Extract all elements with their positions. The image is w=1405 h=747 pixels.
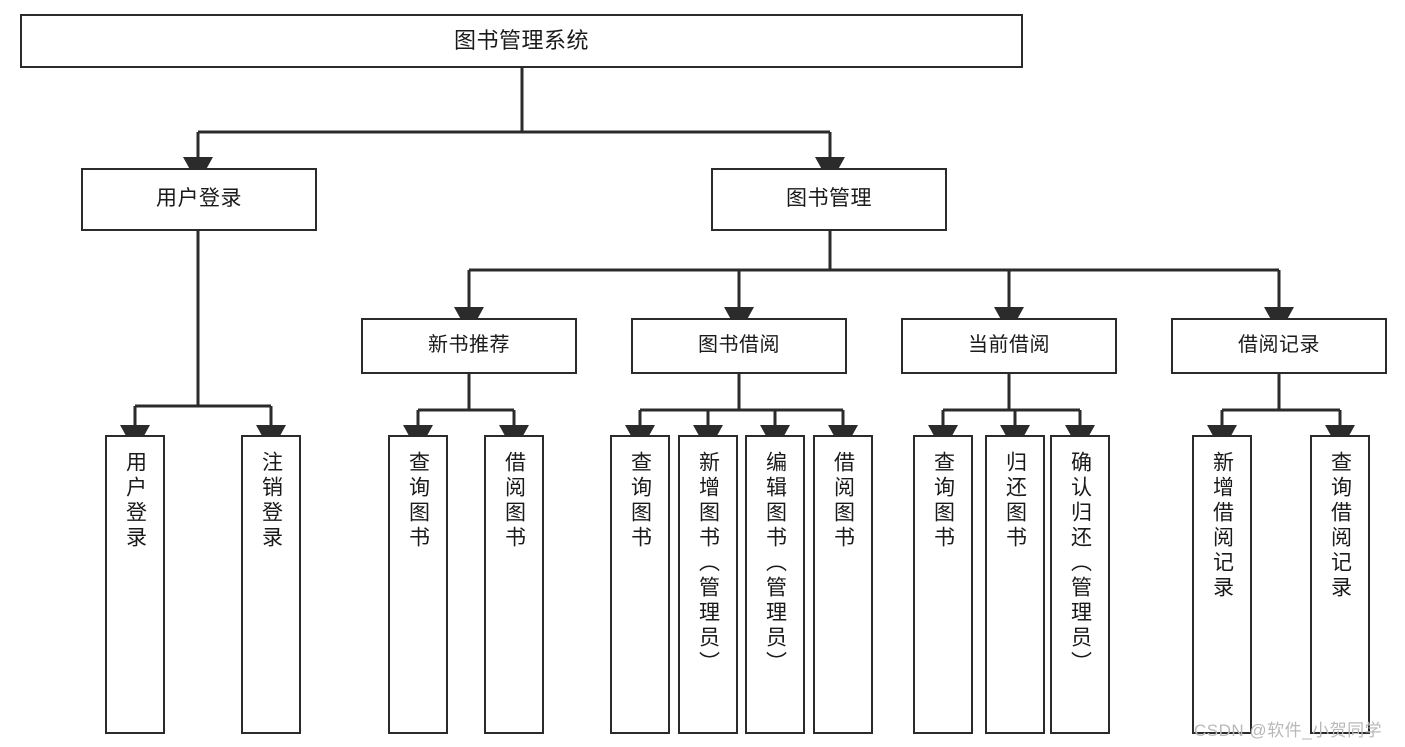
leaf-query-book-newbook-label: 查询图书 — [406, 451, 430, 551]
leaf-edit-book-admin[interactable]: 编辑图书（管理员） — [745, 435, 805, 734]
leaf-confirm-return-admin-label: 确认归还（管理员） — [1068, 451, 1092, 676]
leaf-user-login[interactable]: 用户登录 — [105, 435, 165, 734]
node-root[interactable]: 图书管理系统 — [20, 14, 1023, 68]
node-new-book-recommend-label: 新书推荐 — [428, 334, 510, 357]
leaf-edit-book-admin-label: 编辑图书（管理员） — [763, 451, 787, 676]
node-root-label: 图书管理系统 — [453, 28, 589, 54]
leaf-add-book-admin[interactable]: 新增图书（管理员） — [678, 435, 738, 734]
leaf-user-login-label: 用户登录 — [123, 451, 147, 551]
leaf-borrow-book-newbook-label: 借阅图书 — [502, 451, 526, 551]
leaf-confirm-return-admin[interactable]: 确认归还（管理员） — [1050, 435, 1110, 734]
leaf-add-book-admin-label: 新增图书（管理员） — [696, 451, 720, 676]
leaf-query-borrow-record-label: 查询借阅记录 — [1328, 451, 1352, 601]
leaf-borrow-book-newbook[interactable]: 借阅图书 — [484, 435, 544, 734]
node-new-book-recommend[interactable]: 新书推荐 — [361, 318, 577, 374]
leaf-borrow-book-label: 借阅图书 — [831, 451, 855, 551]
leaf-query-book-current-label: 查询图书 — [931, 451, 955, 551]
leaf-query-book-borrow[interactable]: 查询图书 — [610, 435, 670, 734]
leaf-add-borrow-record-label: 新增借阅记录 — [1210, 451, 1234, 601]
leaf-borrow-book[interactable]: 借阅图书 — [813, 435, 873, 734]
node-book-borrow[interactable]: 图书借阅 — [631, 318, 847, 374]
leaf-query-book-newbook[interactable]: 查询图书 — [388, 435, 448, 734]
leaf-add-borrow-record[interactable]: 新增借阅记录 — [1192, 435, 1252, 734]
node-user-login[interactable]: 用户登录 — [81, 168, 317, 231]
leaf-query-book-borrow-label: 查询图书 — [628, 451, 652, 551]
leaf-logout[interactable]: 注销登录 — [241, 435, 301, 734]
leaf-logout-label: 注销登录 — [259, 451, 283, 551]
node-book-borrow-label: 图书借阅 — [698, 334, 780, 357]
csdn-watermark: CSDN @软件_小贺同学 — [1194, 721, 1383, 740]
node-borrow-records-label: 借阅记录 — [1238, 334, 1320, 357]
node-current-borrow-label: 当前借阅 — [968, 334, 1050, 357]
leaf-return-book-label: 归还图书 — [1003, 451, 1027, 551]
node-user-login-label: 用户登录 — [156, 187, 242, 211]
leaf-return-book[interactable]: 归还图书 — [985, 435, 1045, 734]
leaf-query-borrow-record[interactable]: 查询借阅记录 — [1310, 435, 1370, 734]
node-book-management[interactable]: 图书管理 — [711, 168, 947, 231]
node-book-management-label: 图书管理 — [786, 187, 872, 211]
node-borrow-records[interactable]: 借阅记录 — [1171, 318, 1387, 374]
node-current-borrow[interactable]: 当前借阅 — [901, 318, 1117, 374]
leaf-query-book-current[interactable]: 查询图书 — [913, 435, 973, 734]
